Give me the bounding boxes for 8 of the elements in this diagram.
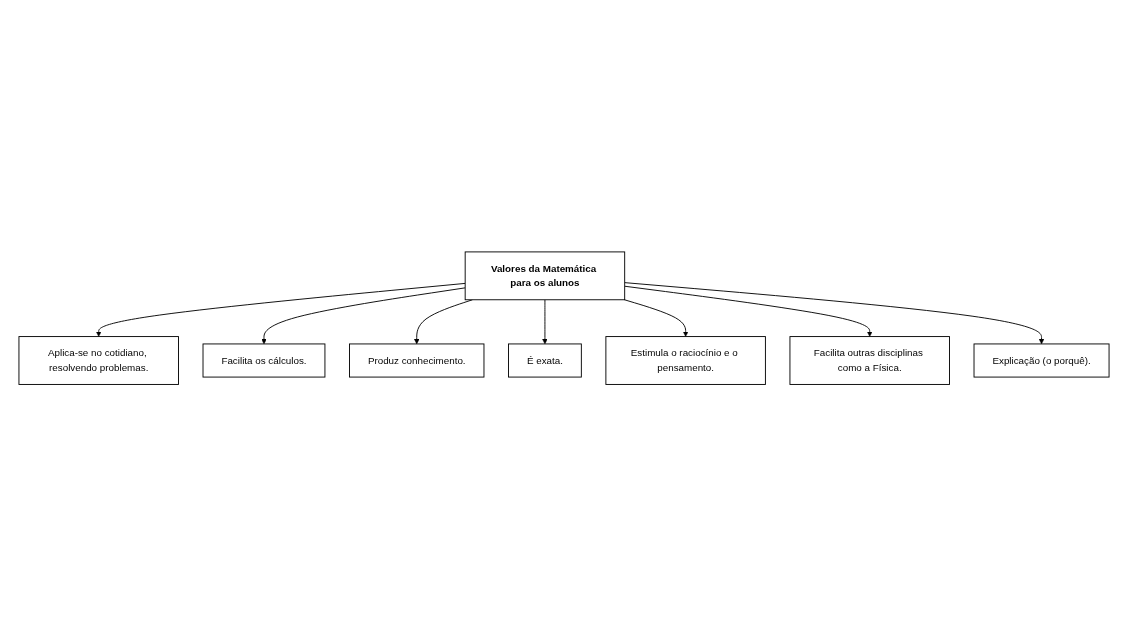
node-box: É exata. (508, 343, 582, 378)
node-box: Produz conhecimento. (349, 343, 485, 378)
node-box: Facilita os cálculos. (202, 343, 326, 378)
node-box: Valores da Matemática para os alunos (464, 251, 626, 301)
node-box: Explicação (o porquê). (973, 343, 1110, 378)
node-box: Estimula o raciocínio e o pensamento. (605, 336, 766, 386)
node-box: Aplica-se no cotidiano, resolvendo problemas. (18, 336, 179, 386)
node-box: Facilita outras disciplinas como a Física. (789, 336, 950, 386)
